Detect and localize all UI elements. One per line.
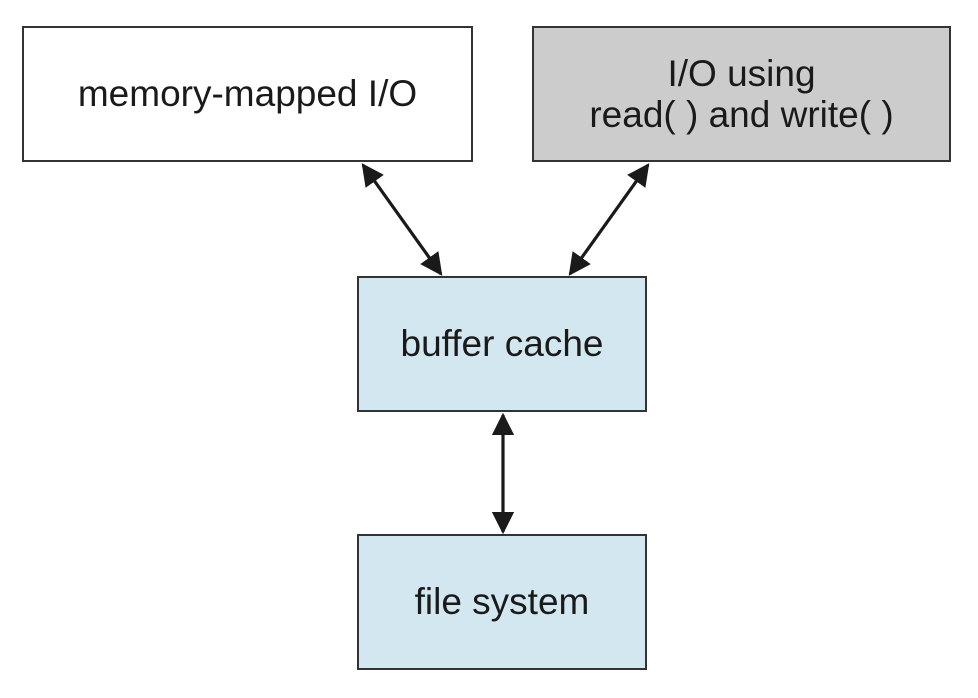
io-read-write-label-line2: read( ) and write( ) — [589, 94, 894, 135]
io-read-write-box: I/O using read( ) and write( ) — [532, 26, 951, 162]
io-read-write-label-line1: I/O using — [667, 52, 816, 94]
buffer-cache-label: buffer cache — [400, 323, 604, 365]
file-system-box: file system — [357, 534, 647, 670]
buffer-cache-box: buffer cache — [357, 276, 647, 412]
arrow-memory-mapped-to-buffer-cache — [361, 163, 443, 276]
memory-mapped-io-box: memory-mapped I/O — [22, 26, 473, 162]
file-system-label: file system — [414, 581, 590, 623]
memory-mapped-io-label: memory-mapped I/O — [77, 73, 418, 115]
arrow-io-read-write-to-buffer-cache — [568, 163, 650, 276]
